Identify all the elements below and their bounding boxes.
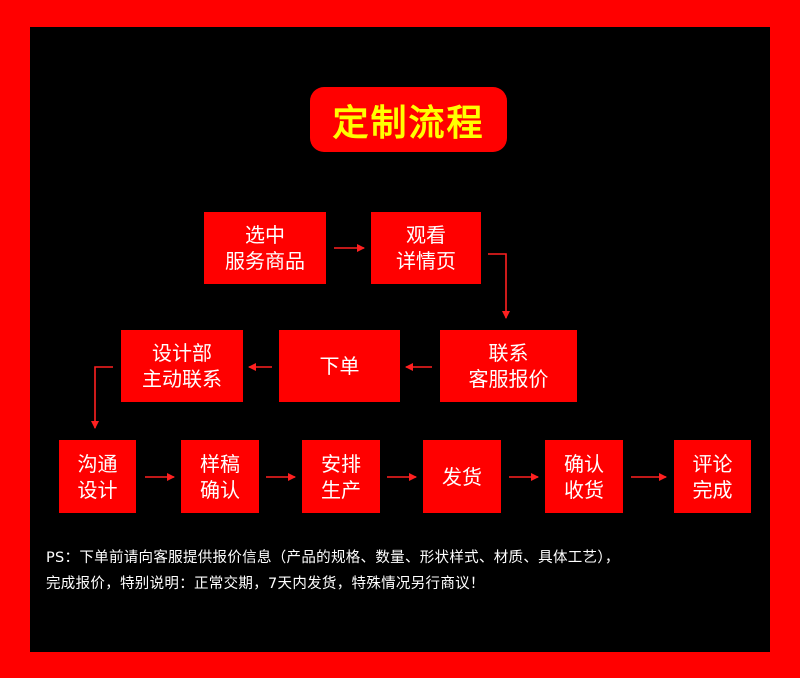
arrow-designer-to-communicate bbox=[91, 366, 113, 429]
step-place-order-line1: 下单 bbox=[319, 354, 360, 378]
step-communicate-design-line2: 设计 bbox=[77, 477, 118, 502]
step-communicate-design: 沟通 设计 bbox=[59, 440, 136, 513]
step-review-complete-line2: 完成 bbox=[692, 477, 733, 502]
step-confirm-proof-line2: 确认 bbox=[200, 477, 240, 502]
step-confirm-proof-line1: 样稿 bbox=[200, 451, 240, 476]
step-select-product: 选中 服务商品 bbox=[204, 212, 326, 284]
step-view-details-line1: 观看 bbox=[406, 223, 446, 247]
step-select-product-line1: 选中 bbox=[245, 223, 285, 247]
step-view-details-line2: 详情页 bbox=[396, 249, 456, 273]
step-designer-contact-line1: 设计部 bbox=[152, 341, 212, 365]
step-view-details: 观看 详情页 bbox=[371, 212, 481, 284]
ps-note: PS：下单前请向客服提供报价信息（产品的规格、数量、形状样式、材质、具体工艺），… bbox=[46, 545, 766, 597]
step-place-order: 下单 bbox=[279, 330, 400, 402]
step-review-complete-line1: 评论 bbox=[692, 451, 733, 476]
step-designer-contact-line2: 主动联系 bbox=[142, 367, 222, 391]
ps-note-line2: 完成报价，特别说明：正常交期，7天内发货，特殊情况另行商议！ bbox=[46, 576, 485, 592]
step-confirm-proof: 样稿 确认 bbox=[181, 440, 259, 513]
step-arrange-production-line2: 生产 bbox=[321, 477, 361, 502]
diagram-title: 定制流程 bbox=[310, 87, 507, 152]
step-ship-line1: 发货 bbox=[442, 464, 482, 489]
step-contact-service: 联系 客服报价 bbox=[440, 330, 577, 402]
step-communicate-design-line1: 沟通 bbox=[77, 451, 118, 476]
ps-note-line1: PS：下单前请向客服提供报价信息（产品的规格、数量、形状样式、材质、具体工艺）， bbox=[46, 550, 620, 566]
step-contact-service-line2: 客服报价 bbox=[468, 367, 549, 391]
step-confirm-receipt-line2: 收货 bbox=[564, 477, 604, 502]
step-confirm-receipt: 确认 收货 bbox=[545, 440, 623, 513]
step-contact-service-line1: 联系 bbox=[488, 341, 529, 365]
step-review-complete: 评论 完成 bbox=[674, 440, 751, 513]
step-ship: 发货 bbox=[423, 440, 501, 513]
step-confirm-receipt-line1: 确认 bbox=[564, 451, 604, 476]
step-arrange-production-line1: 安排 bbox=[321, 451, 361, 476]
step-arrange-production: 安排 生产 bbox=[302, 440, 380, 513]
arrow-view-to-contact bbox=[488, 253, 510, 319]
step-designer-contact: 设计部 主动联系 bbox=[121, 330, 243, 402]
step-select-product-line2: 服务商品 bbox=[225, 249, 305, 273]
